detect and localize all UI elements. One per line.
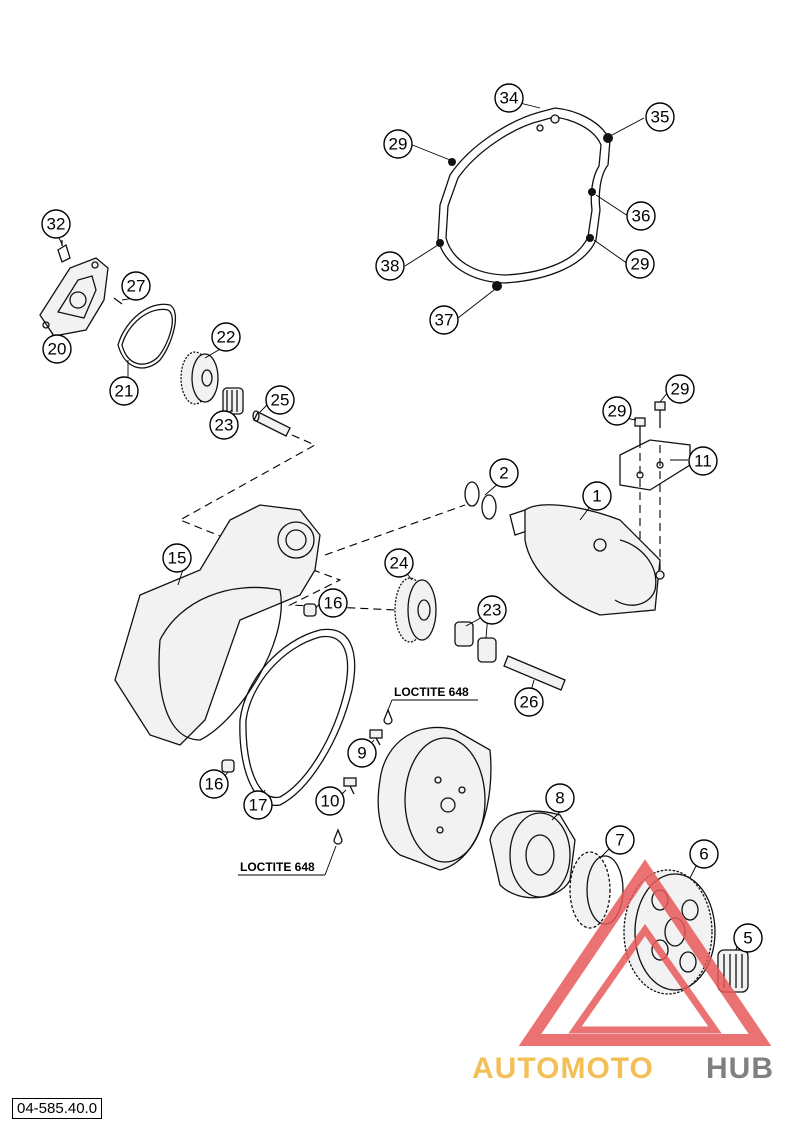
svg-text:5: 5 [743,929,752,948]
pump-o-ring [117,303,177,369]
screw-9 [369,729,383,746]
svg-text:25: 25 [271,391,290,410]
callout-34: 34 [494,83,524,113]
loctite-drop-upper [383,708,393,725]
callout-20: 20 [42,334,72,364]
svg-text:16: 16 [324,594,343,613]
callout-6: 6 [689,839,719,869]
callout-17: 17 [243,790,273,820]
callout-29-gasket-left: 29 [383,129,413,159]
o-rings-2 [464,481,497,520]
callout-2: 2 [489,458,519,488]
cover-gasket-17 [239,628,356,806]
freewheel-hub-8 [489,810,576,899]
loctite-drop-lower [333,828,343,845]
svg-text:29: 29 [671,380,690,399]
svg-text:34: 34 [500,89,519,108]
watermark-triangle-outer [518,859,772,1046]
svg-text:6: 6 [699,845,708,864]
callout-16-lower: 16 [199,769,229,799]
svg-text:7: 7 [615,831,624,850]
flywheel-rotor [377,726,492,871]
svg-text:38: 38 [381,257,400,276]
svg-text:8: 8 [555,789,564,808]
svg-text:29: 29 [389,135,408,154]
gear-24 [394,577,437,643]
screw-10 [343,777,357,795]
bolt-29-right [654,401,666,428]
svg-text:9: 9 [357,744,366,763]
callout-32: 32 [41,209,71,239]
callout-10: 10 [315,786,345,816]
svg-text:21: 21 [115,382,134,401]
callout-22: 22 [211,322,241,352]
svg-text:16: 16 [205,775,224,794]
svg-text:10: 10 [321,792,340,811]
callout-1: 1 [582,481,612,511]
dowel-16-upper [303,603,317,617]
callout-5: 5 [733,923,763,953]
svg-text:2: 2 [499,464,508,483]
bracket-11 [619,439,691,491]
callout-29-gasket-right: 29 [625,249,655,279]
svg-text:32: 32 [47,215,66,234]
callout-29-bolt-left: 29 [602,396,632,426]
svg-text:29: 29 [608,402,627,421]
svg-text:1: 1 [592,487,601,506]
callout-11: 11 [688,446,718,476]
callout-23-lower: 23 [477,595,507,625]
needle-bearing-23-upper [222,387,244,415]
watermark-logo: AUTOMOTO HUB [472,859,774,1085]
intermediate-gear-22 [180,351,219,405]
svg-text:22: 22 [217,328,236,347]
watermark-text-left: AUTOMOTO [472,1052,654,1085]
svg-text:29: 29 [631,255,650,274]
callout-24: 24 [384,548,414,578]
callout-35: 35 [645,102,675,132]
svg-text:36: 36 [632,207,651,226]
ignition-cover-gasket [436,107,613,291]
needle-bearings-23-lower [454,621,497,663]
callout-21: 21 [109,376,139,406]
diagram-code: 04-585.40.0 [12,1098,103,1119]
watermark-triangle-inner [568,923,722,1034]
clutch-cover-15 [114,504,321,746]
svg-text:27: 27 [127,277,146,296]
loctite-note-lower: LOCTITE 648 [240,860,315,874]
svg-text:23: 23 [483,601,502,620]
svg-text:26: 26 [520,693,539,712]
callout-16-upper: 16 [318,588,348,618]
shaft-26 [503,655,566,691]
pump-cover [39,240,109,337]
svg-text:11: 11 [694,452,712,471]
watermark-text-right: HUB [706,1052,774,1085]
callout-29-bolt-right: 29 [665,374,695,404]
callout-36: 36 [626,201,656,231]
starter-motor-1 [509,504,665,616]
svg-text:35: 35 [651,108,670,127]
callout-23-upper: 23 [209,410,239,440]
dowel-16-lower [221,759,235,773]
bolt-29-left [634,417,646,445]
svg-text:24: 24 [390,554,409,573]
callout-37: 37 [429,305,459,335]
svg-text:15: 15 [168,549,187,568]
shaft-25 [252,410,291,437]
loctite-note-upper: LOCTITE 648 [394,685,469,699]
freewheel-gear-6 [623,869,716,995]
callout-26: 26 [514,687,544,717]
svg-text:17: 17 [249,796,268,815]
callout-15: 15 [162,543,192,573]
svg-text:20: 20 [48,340,67,359]
callout-8: 8 [545,783,575,813]
callout-9: 9 [347,738,377,768]
callout-25: 25 [265,385,295,415]
svg-text:23: 23 [215,416,234,435]
svg-text:37: 37 [435,311,454,330]
callout-38: 38 [375,251,405,281]
callout-7: 7 [605,825,635,855]
callout-27: 27 [121,271,151,301]
